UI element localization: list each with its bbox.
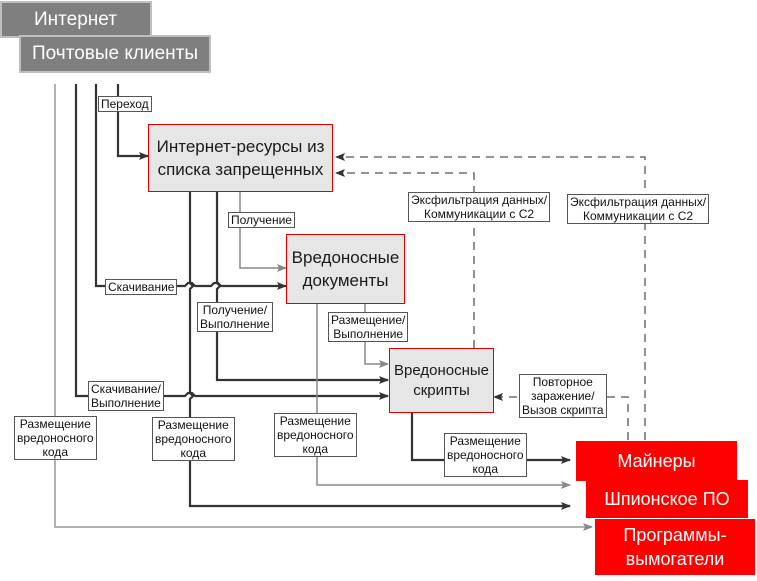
threat-ransomware-line2: вымогатели — [625, 549, 725, 569]
edge-placement-2 — [188, 192, 571, 510]
label-reinfection-line1: Повторное — [532, 375, 593, 389]
node-malicious-docs[interactable]: Вредоносные документы — [286, 234, 405, 304]
label-placement-code-1-line3: кода — [42, 445, 68, 459]
label-exfil-1: Эксфильтрация данных/ Коммуникации с С2 — [408, 192, 551, 222]
edge-receive-exec — [215, 192, 389, 384]
edge-exfil-2 — [335, 153, 646, 440]
node-blacklisted-resources[interactable]: Интернет-ресурсы из списка запрещенных — [148, 124, 333, 192]
label-reinfection: Повторное заражение/ Вызов скрипта — [519, 374, 607, 418]
label-exfil-2-line1: Эксфильтрация данных/ — [570, 195, 707, 209]
label-placement-code-4: Размещение вредоносного кода — [444, 433, 527, 477]
label-placement-code-4-line3: кода — [472, 462, 498, 476]
label-reinfection-line3: Вызов скрипта — [522, 403, 604, 417]
label-placement-exec-line2: Выполнение — [333, 327, 404, 341]
label-placement-code-4-line1: Размещение — [449, 434, 521, 448]
source-mail-clients-label: Почтовые клиенты — [32, 43, 198, 64]
label-placement-code-3: Размещение вредоносного кода — [274, 413, 357, 457]
label-placement-code-3-line3: кода — [302, 442, 328, 456]
label-placement-code-2-line3: кода — [180, 446, 206, 460]
label-exfil-2: Эксфильтрация данных/ Коммуникации с С2 — [567, 194, 710, 224]
threat-spyware-label: Шпионское ПО — [604, 489, 730, 509]
label-placement-code-3-line1: Размещение — [279, 414, 351, 428]
edge-placement-3 — [316, 304, 571, 489]
label-download: Скачивание — [105, 279, 178, 295]
label-receive: Получение — [228, 212, 295, 228]
label-reinfection-line2: заражение/ — [530, 389, 595, 403]
threat-miners[interactable]: Майнеры — [576, 441, 737, 481]
label-placement-exec: Размещение/ Выполнение — [328, 312, 409, 342]
label-placement-code-1: Размещение вредоносного кода — [14, 416, 97, 460]
label-placement-code-3-line2: вредоносного — [277, 428, 354, 442]
edge-download-exec — [74, 84, 389, 400]
threat-ransomware-line1: Программы- — [623, 525, 727, 545]
label-download-exec: Скачивание/ Выполнение — [88, 381, 164, 411]
source-internet-label: Интернет — [34, 8, 117, 30]
label-download-exec-line2: Выполнение — [91, 396, 161, 410]
label-receive-exec: Получение/ Выполнение — [197, 302, 273, 332]
edge-receive — [239, 192, 287, 272]
label-receive-exec-line2: Выполнение — [200, 317, 270, 331]
label-exfil-1-line1: Эксфильтрация данных/ — [411, 193, 548, 207]
label-exfil-2-line2: Коммуникации с С2 — [582, 209, 694, 223]
source-internet[interactable]: Интернет — [0, 1, 152, 38]
label-placement-code-2-line1: Размещение — [157, 418, 229, 432]
label-transition: Переход — [98, 96, 152, 112]
threat-spyware[interactable]: Шпионское ПО — [586, 480, 748, 518]
label-placement-code-1-line2: вредоносного — [17, 431, 94, 445]
edge-transition — [116, 84, 149, 160]
node-docs-line1: Вредоносные — [291, 248, 400, 267]
threat-ransomware[interactable]: Программы- вымогатели — [595, 519, 755, 575]
node-scripts-line1: Вредоносные — [394, 361, 489, 379]
label-placement-code-2: Размещение вредоносного кода — [152, 417, 235, 461]
label-download-exec-line1: Скачивание/ — [91, 382, 161, 396]
node-blacklisted-line2: списка запрещенных — [157, 160, 324, 179]
edge-placement-1 — [54, 84, 593, 531]
node-malicious-scripts[interactable]: Вредоносные скрипты — [389, 348, 494, 413]
node-scripts-line2: скрипты — [413, 381, 470, 399]
source-mail-clients[interactable]: Почтовые клиенты — [19, 35, 211, 73]
threat-miners-label: Майнеры — [617, 451, 696, 471]
label-placement-code-1-line1: Размещение — [19, 417, 91, 431]
label-placement-code-4-line2: вредоносного — [447, 448, 524, 462]
label-exfil-1-line2: Коммуникации с С2 — [423, 207, 535, 221]
label-placement-code-2-line2: вредоносного — [155, 432, 232, 446]
edge-exfil-1 — [335, 169, 475, 348]
node-blacklisted-line1: Интернет-ресурсы из — [156, 137, 325, 156]
node-docs-line2: документы — [302, 271, 389, 290]
label-receive-exec-line1: Получение/ — [202, 303, 268, 317]
label-placement-exec-line1: Размещение/ — [331, 313, 406, 327]
